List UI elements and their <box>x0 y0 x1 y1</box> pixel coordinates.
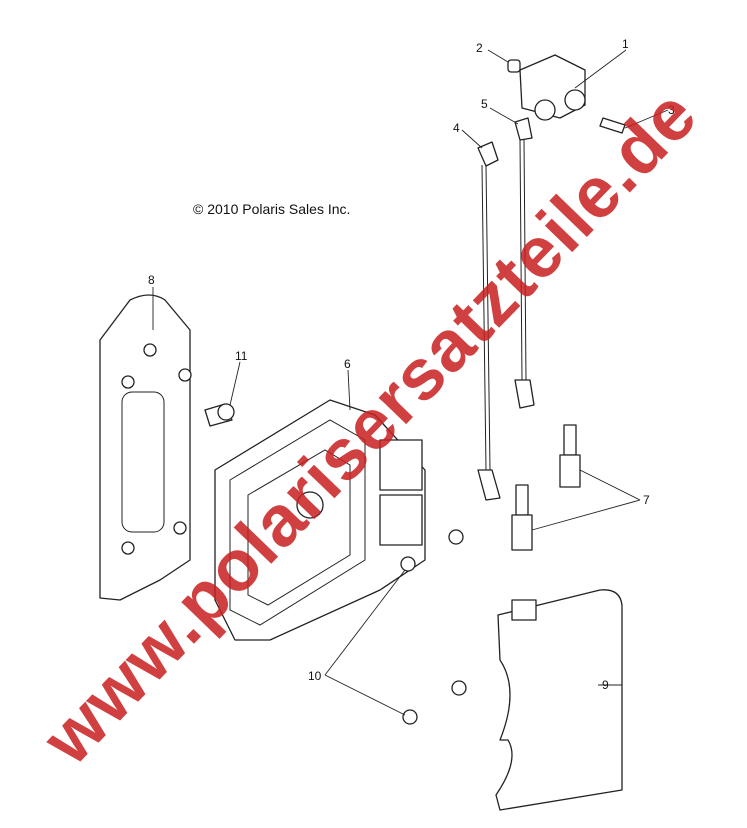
part-7-spark-plugs <box>511 424 581 551</box>
callout-11: 11 <box>235 349 248 363</box>
callout-numbers: 1 2 3 4 5 6 7 8 9 10 11 <box>148 37 675 692</box>
callout-3: 3 <box>668 103 675 117</box>
leader-lines <box>152 49 669 716</box>
part-3-bolt <box>599 117 626 134</box>
callout-7: 7 <box>643 493 650 507</box>
callout-2: 2 <box>476 41 483 55</box>
callout-4: 4 <box>453 121 460 135</box>
part-9-cover <box>495 589 623 811</box>
part-8-bracket <box>99 294 192 601</box>
callout-8: 8 <box>148 273 155 287</box>
callout-5: 5 <box>481 97 488 111</box>
part-1-ignition-coil <box>519 54 586 121</box>
callout-10: 10 <box>308 669 322 683</box>
part-10-screws <box>400 529 467 725</box>
callout-6: 6 <box>344 357 351 371</box>
part-6-ecu <box>214 399 426 641</box>
copyright-text: © 2010 Polaris Sales Inc. <box>193 201 351 217</box>
part-4-5-plug-wires <box>477 117 535 501</box>
part-11-bolt <box>204 403 235 427</box>
callout-1: 1 <box>622 37 629 51</box>
part-2-nut <box>507 59 521 73</box>
callout-9: 9 <box>602 678 609 692</box>
